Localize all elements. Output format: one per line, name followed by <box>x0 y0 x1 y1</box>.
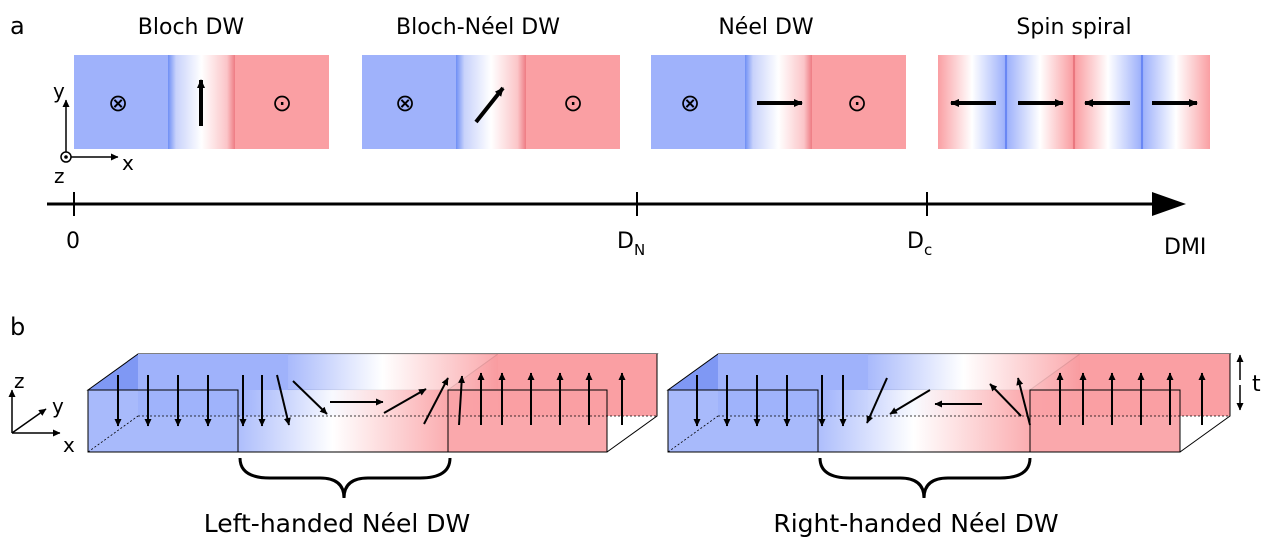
out-of-plane-icon: ⊙ <box>272 89 292 117</box>
title-bloch-dw: Bloch DW <box>138 15 245 40</box>
panel-b: b z y x <box>8 313 1261 538</box>
tick-dc: Dc <box>907 229 932 259</box>
x-axis-label: x <box>122 151 134 175</box>
diagonal-arrow-icon <box>474 86 505 124</box>
bloch-dw-box: ⊗ ⊙ <box>74 55 329 149</box>
z-axis-label: z <box>54 164 65 188</box>
down-arrows <box>693 375 1022 427</box>
down-arrows <box>114 374 449 427</box>
panel-a: a Bloch DW Bloch-Néel DW Néel DW Spin sp… <box>10 12 1210 260</box>
into-plane-icon: ⊗ <box>108 89 128 117</box>
thickness-marker: t <box>1236 354 1261 411</box>
out-of-plane-icon: ⊙ <box>847 89 867 117</box>
into-plane-icon: ⊗ <box>395 89 415 117</box>
dmi-axis-label: DMI <box>1164 235 1206 260</box>
neel-dw-box: ⊗ ⊙ <box>651 55 906 149</box>
left-brace <box>238 457 452 499</box>
z-axis-label: z <box>14 369 25 393</box>
up-arrows <box>1016 372 1206 426</box>
into-plane-icon: ⊗ <box>680 89 700 117</box>
x-axis-label: x <box>63 433 75 457</box>
coordinate-frame-a: y x z <box>53 79 134 188</box>
y-axis-label: y <box>52 394 64 418</box>
bloch-neel-dw-box: ⊗ ⊙ <box>362 55 620 149</box>
y-axis-label: y <box>53 79 65 103</box>
thickness-label: t <box>1252 372 1261 397</box>
panel-a-letter: a <box>10 12 25 40</box>
right-handed-caption: Right-handed Néel DW <box>773 509 1058 538</box>
up-arrows <box>458 372 626 426</box>
right-brace <box>818 457 1032 499</box>
tick-dn: DN <box>617 229 645 259</box>
out-of-plane-icon: ⊙ <box>563 89 583 117</box>
left-handed-caption: Left-handed Néel DW <box>204 509 470 538</box>
tick-zero: 0 <box>66 229 80 254</box>
left-handed-slab <box>86 353 659 499</box>
panel-b-letter: b <box>10 313 25 341</box>
right-handed-slab: t <box>666 353 1261 499</box>
title-spin-spiral: Spin spiral <box>1016 15 1131 40</box>
dmi-axis: 0 DN Dc DMI <box>47 192 1206 260</box>
title-bloch-neel-dw: Bloch-Néel DW <box>396 15 560 40</box>
title-neel-dw: Néel DW <box>718 15 814 40</box>
spin-spiral-box <box>938 55 1210 149</box>
coordinate-frame-b: z y x <box>8 369 75 457</box>
